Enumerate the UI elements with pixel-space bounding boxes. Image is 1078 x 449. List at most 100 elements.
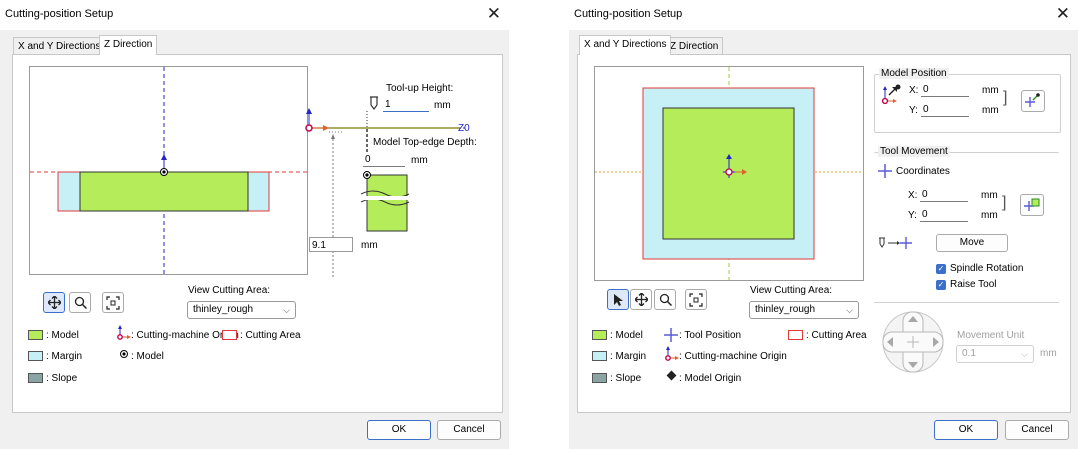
cancel-button[interactable]: Cancel [1005,420,1069,440]
move-to-coordinates-icon [1024,198,1040,211]
move-to-origin-button[interactable] [1021,90,1045,112]
coordinates-label: Coordinates [896,166,950,177]
close-icon[interactable]: ✕ [486,4,501,23]
title-bar: Cutting-position Setup ✕ [569,0,1078,30]
legend-slope: : Slope [46,373,78,384]
model-position-group: Model Position X: 0 mm Y: 0 mm ] [874,68,1061,133]
legend-cutting-area: : Cutting Area [806,330,867,341]
view-cutting-area-label: View Cutting Area: [188,285,271,296]
movement-unit-label: Movement Unit [957,330,1025,341]
select-button[interactable] [607,289,629,310]
model-position-icon [881,84,901,105]
crosshair-icon [878,164,892,178]
tool-movement-title: Tool Movement [878,146,950,157]
left-dialog: Cutting-position Setup ✕ X and Y Directi… [0,0,509,449]
pointer-icon [614,294,623,306]
move-button[interactable]: Move [936,234,1008,252]
model-x-label: X: [909,85,919,96]
tab-xy-directions[interactable]: X and Y Directions [579,35,672,55]
tab-xy-directions[interactable]: X and Y Directions [13,37,106,55]
spindle-rotation-checkbox[interactable]: ✓ [936,264,946,274]
view-cutting-area-select[interactable]: thinley_rough ⌵ [187,301,296,319]
legend-margin: : Margin [610,351,647,362]
dialog-title: Cutting-position Setup [574,8,683,20]
chevron-down-icon: ⌵ [1021,349,1028,359]
top-view-preview [594,66,864,281]
tool-y-label: Y: [908,210,917,221]
tool-x-label: X: [908,190,918,201]
jog-pad[interactable] [881,310,945,374]
tool-position-icon [664,328,678,342]
model-top-edge-depth-unit: mm [411,155,428,166]
raise-tool-checkbox[interactable]: ✓ [936,280,946,290]
model-y-unit: mm [982,105,999,116]
tool-icon [370,96,378,110]
model-x-unit: mm [982,85,999,96]
view-cutting-area-value: thinley_rough [755,304,816,315]
pan-button[interactable] [630,289,652,310]
legend-cutting-machine-origin: : Cutting-machine Origin [131,330,239,341]
margin-swatch [28,351,43,361]
tool-move-icon [879,237,912,249]
move-arrows-icon [47,296,61,309]
legend-model-marker: : Model [131,351,164,362]
tool-up-height-input[interactable]: 1 [383,97,429,112]
fit-view-button[interactable] [102,292,124,313]
ok-button[interactable]: OK [934,420,998,440]
magnifier-icon [659,293,672,306]
cutting-machine-origin-icon [665,346,679,361]
zoom-button[interactable] [654,289,676,310]
legend-tool-position: : Tool Position [679,330,742,341]
fit-view-button[interactable] [685,289,707,310]
tool-x-input[interactable]: 0 [920,187,968,202]
z0-label: Z0 [458,123,470,134]
view-cutting-area-select[interactable]: thinley_rough ⌵ [749,301,859,319]
cutting-machine-origin-icon [117,325,131,340]
raise-tool-label: Raise Tool [950,279,997,290]
tab-panel: Model Position X: 0 mm Y: 0 mm ] Tool Mo… [577,54,1071,413]
legend-cutting-machine-origin: : Cutting-machine Origin [679,351,787,362]
slope-swatch [28,373,43,383]
model-marker-icon [120,350,128,358]
dialog-title: Cutting-position Setup [5,8,114,20]
cancel-button[interactable]: Cancel [437,420,501,440]
slope-swatch [592,373,607,383]
bracket-icon: ] [1002,194,1007,211]
legend-model-origin: : Model Origin [679,373,742,384]
ok-button[interactable]: OK [367,420,431,440]
margin-swatch [592,351,607,361]
separator [874,302,1059,303]
tool-movement-group: Tool Movement Coordinates X: 0 mm Y: 0 m… [874,146,1059,303]
close-icon[interactable]: ✕ [1055,4,1070,23]
tab-z-direction[interactable]: Z Direction [99,35,158,55]
tab-z-direction[interactable]: Z Direction [665,37,724,55]
chevron-down-icon: ⌵ [846,305,853,315]
movement-unit-select[interactable]: 0.1 ⌵ [956,345,1034,363]
zoom-button[interactable] [69,292,91,313]
tool-y-input[interactable]: 0 [920,207,968,222]
bracket-icon: ] [1003,89,1008,106]
side-view-drawing [30,67,307,274]
legend-model: : Model [46,330,79,341]
view-cutting-area-label: View Cutting Area: [750,285,833,296]
model-x-input[interactable]: 0 [921,82,969,97]
model-y-input[interactable]: 0 [921,102,969,117]
side-view-preview [29,66,308,275]
move-arrows-icon [634,293,648,306]
move-to-coordinates-button[interactable] [1020,194,1044,216]
model-swatch [592,330,607,340]
tool-up-height-label: Tool-up Height: [386,83,454,94]
tab-panel: Tool-up Height: 1 mm [12,54,503,413]
magnifier-icon [74,296,87,309]
view-cutting-area-value: thinley_rough [193,304,254,315]
model-origin-icon [666,370,677,381]
spindle-rotation-label: Spindle Rotation [950,263,1024,274]
model-swatch [28,330,43,340]
tool-x-unit: mm [981,190,998,201]
model-position-title: Model Position [879,68,949,79]
model-top-edge-depth-input[interactable]: 0 [363,152,405,167]
pan-button[interactable] [43,292,65,313]
movement-unit-value: 0.1 [962,348,976,359]
tool-up-height-unit: mm [434,100,451,111]
legend-slope: : Slope [610,373,642,384]
